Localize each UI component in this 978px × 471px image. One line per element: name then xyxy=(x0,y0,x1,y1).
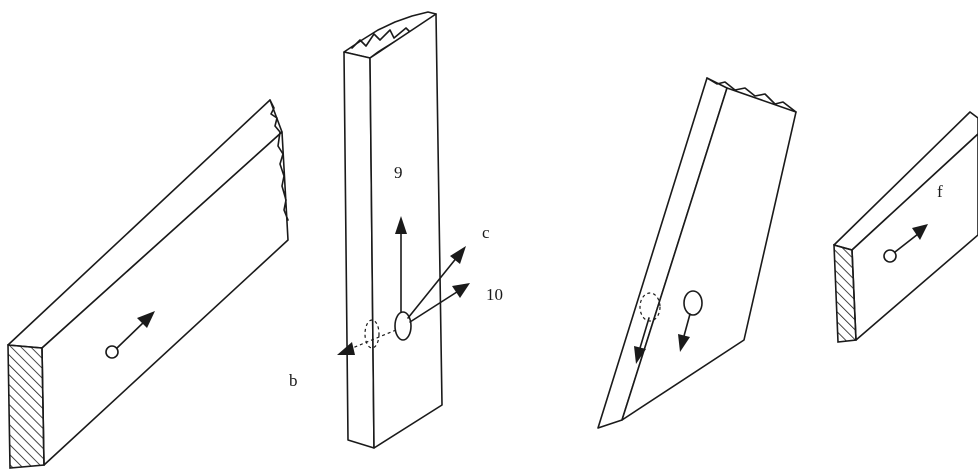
slab-2-side-face xyxy=(343,51,375,449)
slab-4: f xyxy=(833,111,978,343)
slab-3 xyxy=(597,77,797,429)
slab-3-hidden-ellipse xyxy=(639,292,661,322)
slab-1-broken-edge xyxy=(269,99,289,221)
slab-1-vector-origin xyxy=(105,345,119,359)
label-10: 10 xyxy=(486,285,503,304)
label-b: b xyxy=(289,371,298,390)
slab-2-origin-ellipse xyxy=(394,311,412,341)
vector-b-arrowhead xyxy=(337,342,355,355)
vector-c-arrowhead xyxy=(450,246,466,264)
slab-1-vector-shaft xyxy=(116,319,147,349)
vector-9-arrowhead xyxy=(395,216,407,234)
slab-3-broken-edge xyxy=(706,77,797,113)
slab-3-vector-a-shaft xyxy=(639,317,650,349)
slab-3-origin-ellipse xyxy=(683,290,703,316)
slab-3-vector-a-arrowhead xyxy=(634,346,646,364)
slab-3-front-face xyxy=(621,87,797,421)
slab-1-hatched-end xyxy=(7,344,45,469)
slab-4-hatched-end xyxy=(833,243,857,343)
slab-2: 9 c 10 b xyxy=(289,11,503,449)
slab-2-broken-edge xyxy=(351,27,423,49)
slab-3-vector-b-shaft xyxy=(683,313,691,337)
slab-1-arrowhead xyxy=(137,311,155,328)
label-c: c xyxy=(482,223,490,242)
label-f: f xyxy=(937,182,943,201)
slab-2-hidden-ellipse xyxy=(364,319,380,349)
vector-10-arrowhead xyxy=(452,283,470,298)
vector-c-shaft xyxy=(407,255,459,319)
slab-4-arrowhead xyxy=(912,224,928,240)
slab-1 xyxy=(7,99,289,469)
slab-4-vector-origin xyxy=(883,249,897,263)
slab-3-vector-b-arrowhead xyxy=(678,334,690,352)
label-9: 9 xyxy=(394,163,403,182)
vector-b-shaft xyxy=(349,329,397,350)
vector-10-shaft xyxy=(409,289,461,323)
slab-4-vector-shaft xyxy=(894,233,919,253)
